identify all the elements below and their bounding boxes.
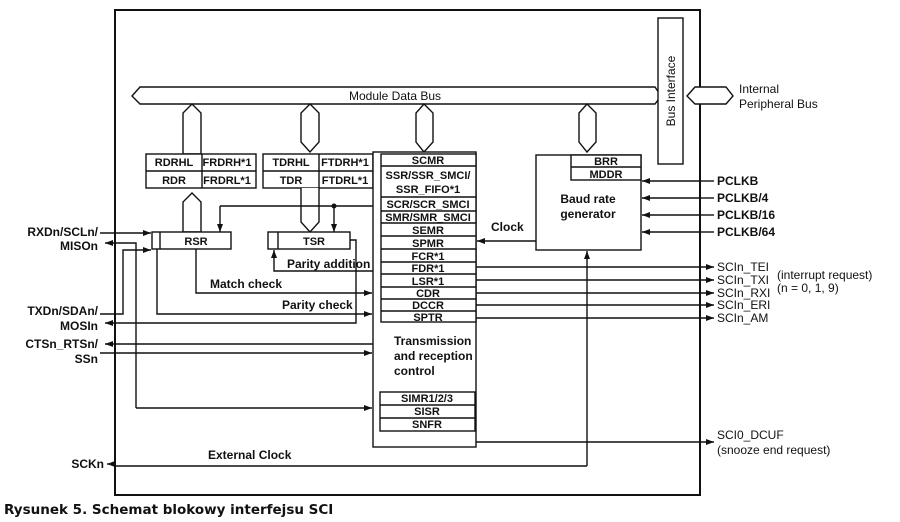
figure-caption: Rysunek 5. Schemat blokowy interfejsu SC… <box>4 502 333 518</box>
reg-mddr: MDDR <box>590 169 623 181</box>
external-clock-label: External Clock <box>208 448 292 462</box>
clock-signal-label: Clock <box>491 220 524 234</box>
baud-rate-generator: BRR MDDR Baud rate generator <box>535 154 642 251</box>
reg-spmr: SPMR <box>412 238 444 250</box>
module-data-bus-label: Module Data Bus <box>349 89 441 103</box>
internal-peripheral-bus-label-1: Internal <box>739 82 779 96</box>
reg-tdr: TDR <box>280 175 303 187</box>
reg-frdrh: FRDRH*1 <box>203 157 252 169</box>
parity-addition-label: Parity addition <box>287 257 370 271</box>
reg-rdr: RDR <box>162 175 186 187</box>
rx-data-registers: RDRHL RDR FRDRH*1 FRDRL*1 <box>145 153 257 189</box>
pin-cts-label-2: SSn <box>75 352 98 366</box>
reg-brr: BRR <box>594 156 618 168</box>
reg-ssr: SSR/SSR_SMCI/ <box>386 170 471 182</box>
sci-module-frame <box>114 9 701 496</box>
tdr-tsr-connector <box>300 188 320 234</box>
reg-smr: SMR/SMR_SMCI <box>385 212 471 224</box>
reg-scmr: SCMR <box>412 155 444 167</box>
reg-frdrl: FRDRL*1 <box>203 175 251 187</box>
sci-txi-label: SCIn_TXI <box>717 273 769 287</box>
rdr-rsr-connector <box>182 192 202 233</box>
reg-fcr: FCR*1 <box>411 251 444 263</box>
baud-label-1: Baud rate <box>560 192 616 206</box>
internal-peripheral-bus-label-2: Peripheral Bus <box>739 97 818 111</box>
tx-bus-connector <box>300 103 320 154</box>
baud-bus-connector <box>578 102 597 154</box>
interrupt-request-note: (interrupt request) <box>777 268 872 282</box>
rx-bus-connector <box>182 103 202 155</box>
parity-check-label: Parity check <box>282 298 353 312</box>
pin-rxd-label-1: RXDn/SCLn/ <box>27 225 98 239</box>
control-label-1: Transmission <box>394 334 471 348</box>
reg-simr: SIMR1/2/3 <box>401 393 453 405</box>
sci-am-label: SCIn_AM <box>717 311 768 325</box>
reg-tdrhl: TDRHL <box>272 157 310 169</box>
control-bus-connector <box>415 102 434 154</box>
reg-sptr: SPTR <box>413 312 442 324</box>
pin-txd-label-1: TXDn/SDAn/ <box>27 304 98 318</box>
reg-rdrhl: RDRHL <box>155 157 194 169</box>
internal-peripheral-bus <box>686 86 734 105</box>
bus-interface-block <box>657 17 684 165</box>
pclkb-label: PCLKB <box>717 174 759 188</box>
sci-rxi-label: SCIn_RXI <box>717 286 770 300</box>
junction-dot <box>331 203 337 209</box>
tsr-register: TSR <box>267 231 351 250</box>
reg-ssr-fifo: SSR_FIFO*1 <box>396 184 460 196</box>
svg-text:RSR: RSR <box>184 236 207 248</box>
control-label-2: and reception <box>394 349 473 363</box>
rsr-register: RSR <box>151 231 232 250</box>
svg-text:TSR: TSR <box>303 236 325 248</box>
reg-dccr: DCCR <box>412 300 444 312</box>
control-register-block: SCMR SSR/SSR_SMCI/ SSR_FIFO*1 SCR/SCR_SM… <box>372 151 477 448</box>
baud-label-2: generator <box>560 207 616 221</box>
snooze-end-note: (snooze end request) <box>717 443 830 457</box>
reg-snfr: SNFR <box>412 419 442 431</box>
reg-cdr: CDR <box>416 288 440 300</box>
pin-txd-label-2: MOSIn <box>60 319 98 333</box>
match-check-label: Match check <box>210 277 282 291</box>
reg-semr: SEMR <box>412 225 444 237</box>
sci-eri-label: SCIn_ERI <box>717 298 770 312</box>
pclkb4-label: PCLKB/4 <box>717 191 769 205</box>
pin-sck-label: SCKn <box>71 457 104 471</box>
pclkb16-label: PCLKB/16 <box>717 208 775 222</box>
pclkb64-label: PCLKB/64 <box>717 225 775 239</box>
reg-scr: SCR/SCR_SMCI <box>386 199 469 211</box>
reg-sisr: SISR <box>414 406 440 418</box>
pin-cts-label-1: CTSn_RTSn/ <box>25 337 98 351</box>
bus-interface-label: Bus Interface <box>664 55 678 126</box>
reg-fdr: FDR*1 <box>411 263 444 275</box>
tx-data-registers: TDRHL TDR FTDRH*1 FTDRL*1 <box>262 153 374 189</box>
sci-tei-label: SCIn_TEI <box>717 260 769 274</box>
reg-ftdrh: FTDRH*1 <box>321 157 369 169</box>
reg-ftdrl: FTDRL*1 <box>322 175 368 187</box>
interrupt-n-note: (n = 0, 1, 9) <box>777 281 839 295</box>
control-label-3: control <box>394 364 435 378</box>
sci0-dcuf-label: SCI0_DCUF <box>717 428 784 442</box>
reg-lsr: LSR*1 <box>412 276 444 288</box>
pin-rxd-label-2: MISOn <box>60 239 98 253</box>
